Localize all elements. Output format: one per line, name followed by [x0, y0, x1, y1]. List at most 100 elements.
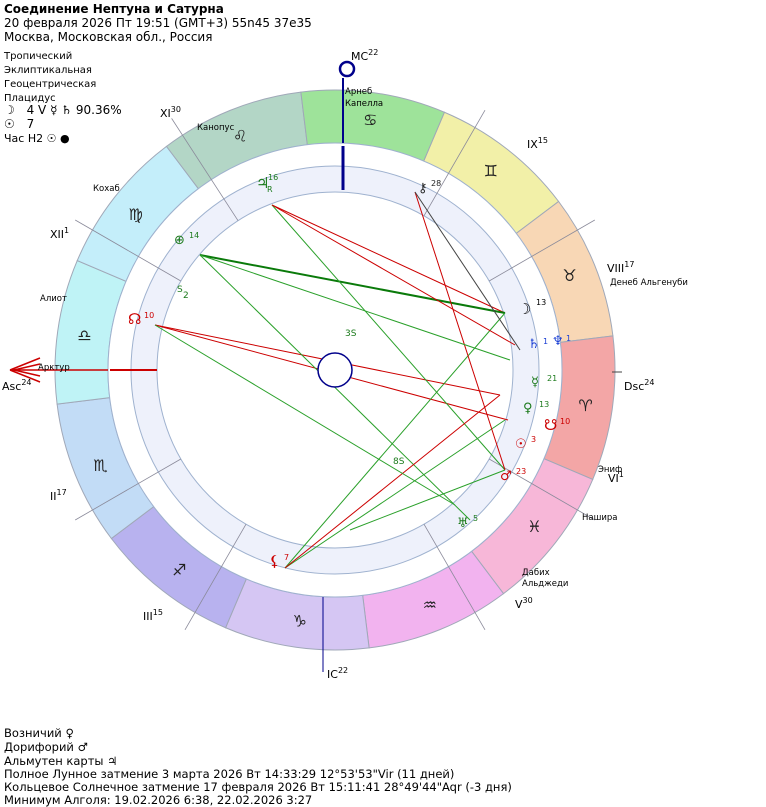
aspect-line	[199, 254, 506, 314]
sun-icon: ☉	[4, 117, 15, 131]
zodiac-sign-icon: ♈	[578, 396, 592, 415]
mercury-planet-deg: 21	[547, 374, 557, 383]
house-cusp-line	[171, 118, 239, 221]
zodiac-sign-icon: ♓	[527, 517, 541, 536]
star-kochab: Кохаб	[93, 184, 120, 194]
neptune-icon[interactable]: ♆	[552, 334, 564, 349]
house-cusp-line	[488, 219, 596, 282]
sun-line: ☉ 7	[4, 118, 34, 131]
star-algedi: Альджеди	[522, 579, 568, 589]
mercury-icon: ☿	[50, 103, 58, 117]
moon-planet-deg: 13	[536, 298, 546, 307]
ic-label: IC22	[327, 666, 348, 681]
mercury-planet-icon[interactable]: ☿	[531, 375, 539, 390]
asc-label: Asc24	[2, 378, 32, 393]
zodiac-sign-icon: ♉	[562, 266, 576, 285]
zodiac-sign-icon: ♎	[77, 326, 91, 345]
fortune-deg: 14	[189, 231, 199, 240]
coord-type: Эклиптикальная	[4, 65, 92, 76]
moon-icon: ☽	[4, 103, 15, 117]
natal-chart-wheel[interactable]: ♊♉♈♓♒♑♐♏♎♍♌♋ MC22 IC22 Asc24 Dsc24 XI30 …	[0, 0, 766, 700]
house-label-12: XII1	[50, 226, 69, 241]
jupiter-deg: 16	[268, 173, 278, 182]
mars-doryphory-icon: ♂	[77, 740, 88, 754]
lilith-deg: 7	[284, 553, 289, 562]
center-circle	[317, 352, 353, 388]
aspect-line	[349, 469, 506, 531]
aspect-label-8s: 8S	[393, 457, 405, 467]
mars-icon[interactable]: ♂	[500, 469, 512, 484]
chart-title: Соединение Нептуна и Сатурна	[4, 2, 224, 16]
ruler-label: Возничий	[4, 726, 62, 740]
fortune-icon[interactable]: ⊕	[174, 233, 185, 248]
chiron-deg: 28	[431, 179, 441, 188]
aspect-line	[271, 204, 516, 346]
uranus-icon[interactable]: ♅	[457, 516, 469, 531]
zodiac-sign-icon: ♐	[172, 560, 186, 579]
star-arneb: Арнеб	[345, 87, 372, 97]
mars-deg: 23	[516, 467, 526, 476]
ruler-line: Возничий ♀	[4, 726, 74, 740]
jupiter-retro: R	[267, 185, 273, 194]
house-cusp-line	[74, 458, 182, 521]
star-nashira: Нашира	[582, 513, 618, 523]
moon-planet-icon[interactable]: ☽	[518, 300, 531, 318]
house-label-2: II17	[50, 488, 67, 503]
zodiac-sign-icon: ♌	[233, 126, 247, 145]
lilith-icon[interactable]: ⚸	[269, 552, 280, 570]
neptune-deg: 1	[566, 334, 571, 343]
house-label-9: IX15	[527, 136, 548, 151]
aspect-line	[199, 254, 511, 361]
aspect-label-2: 2	[183, 291, 189, 301]
zodiac-sign-icon: ♊	[484, 162, 498, 181]
aspect-lines	[154, 191, 521, 569]
star-enif: Эниф	[598, 465, 622, 475]
aspect-line	[414, 191, 521, 351]
mc-label: MC22	[351, 48, 378, 63]
saturn-planet-icon[interactable]: ♄	[528, 337, 540, 352]
house-label-6: VI1	[608, 470, 624, 485]
chiron-icon[interactable]: ⚷	[418, 181, 428, 196]
zodiac-sign-icon: ♑	[293, 612, 307, 631]
north-node-icon[interactable]: ☊	[128, 310, 141, 328]
jupiter-icon[interactable]: ♃	[256, 174, 269, 192]
saturn-icon: ♄	[61, 103, 73, 117]
chart-datetime: 20 февраля 2026 Пт 19:51 (GMT+3) 55n45 3…	[4, 16, 312, 30]
house-label-8: VIII17	[607, 260, 634, 275]
solar-eclipse: Кольцевое Солнечное затмение 17 февраля …	[4, 780, 512, 794]
house-cusp-line	[423, 523, 486, 631]
zodiac-sign-icon: ♏	[93, 456, 107, 475]
house-cusp-line	[74, 219, 182, 282]
venus-deg: 13	[539, 400, 549, 409]
house-label-11: XI30	[160, 105, 181, 120]
north-node-deg: 10	[144, 311, 154, 320]
sun-planet-icon[interactable]: ☉	[515, 437, 527, 452]
aspect-line	[271, 204, 506, 471]
aspect-line	[414, 191, 506, 471]
venus-icon[interactable]: ♀	[523, 401, 533, 416]
moon-phase-line: ☽ 4 V ☿ ♄ 90.36%	[4, 104, 122, 117]
zodiac-sign-icon: ♋	[363, 110, 377, 129]
moon-percent: 90.36%	[75, 103, 122, 117]
aspect-label-3s: 3S	[345, 329, 357, 339]
almuten-label: Альмутен карты	[4, 754, 104, 768]
doryphory-line: Дорифорий ♂	[4, 740, 88, 754]
aspect-line	[154, 324, 456, 506]
hour-line: Час H2 ☉ ●	[4, 132, 70, 145]
saturn-planet-deg: 1	[543, 337, 548, 346]
dsc-label: Dsc24	[624, 378, 654, 393]
star-capella: Капелла	[345, 99, 383, 109]
almuten-line: Альмутен карты ♃	[4, 754, 117, 768]
aspect-line	[284, 419, 506, 569]
aspect-line	[271, 204, 506, 314]
jupiter-almuten-icon: ♃	[107, 754, 118, 768]
house-cusp-line	[423, 109, 486, 217]
aspect-label-s: S	[177, 285, 183, 295]
house-system: Плацидус	[4, 93, 56, 104]
doryphory-label: Дорифорий	[4, 740, 74, 754]
south-node-icon[interactable]: ☋	[544, 416, 557, 434]
sun-planet-deg: 3	[531, 435, 536, 444]
hour-label: Час H2	[4, 132, 44, 145]
zodiac-type: Тропический	[4, 51, 73, 62]
house-cusps	[74, 109, 596, 631]
